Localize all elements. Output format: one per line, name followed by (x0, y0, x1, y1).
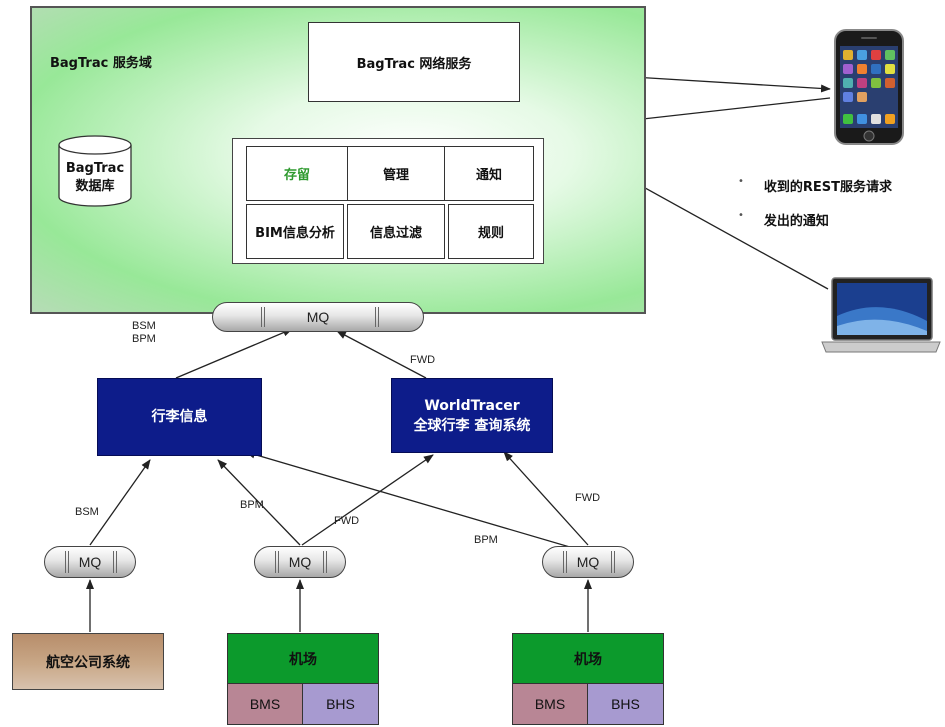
airport2-bms: BMS (512, 683, 588, 725)
mq-airline-label: MQ (78, 554, 102, 570)
label-fwd-mid: FWD (334, 515, 360, 527)
module-notify: 通知 (444, 146, 534, 201)
baggage-info-box: 行李信息 (97, 378, 262, 456)
mq-airport2: MQ (542, 546, 634, 578)
module-storage: 存留 (246, 146, 348, 201)
module-filter: 信息过滤 (347, 204, 445, 259)
label-fwd-top: FWD (410, 354, 436, 366)
mq-airport2-label: MQ (576, 554, 600, 570)
smartphone-icon (834, 29, 904, 145)
database-label-line1: BagTrac (65, 161, 125, 176)
worldtracer-title: WorldTracer (424, 397, 520, 414)
module-bim-analysis: BIM信息分析 (246, 204, 344, 259)
label-bsm: BSM (132, 320, 156, 332)
airport2-bhs: BHS (587, 683, 664, 725)
mq-top-label: MQ (306, 309, 330, 325)
bullet-marker: • (738, 210, 744, 221)
bullet-list: • 收到的REST服务请求 • 发出的通知 (738, 176, 892, 230)
module-rules: 规则 (448, 204, 534, 259)
bullet-marker: • (738, 176, 744, 187)
airport1-bhs: BHS (302, 683, 379, 725)
worldtracer-box: WorldTracer 全球行李 查询系统 (391, 378, 553, 453)
airport1-bms: BMS (227, 683, 303, 725)
bullet-notifications: 发出的通知 (763, 214, 829, 229)
label-bsm-bpm: BSM BPM (132, 320, 156, 346)
airline-system-box: 航空公司系统 (12, 633, 164, 690)
label-bpm-mid: BPM (240, 499, 264, 511)
label-bsm-left: BSM (75, 506, 99, 518)
database-label: BagTrac 数据库 (57, 160, 133, 196)
label-fwd-right: FWD (575, 492, 601, 504)
airport2-box: 机场 (512, 633, 664, 684)
laptop-icon (821, 277, 941, 353)
service-domain-title: BagTrac 服务域 (50, 56, 152, 71)
bullet-item: • 收到的REST服务请求 (738, 176, 892, 196)
bullet-item: • 发出的通知 (738, 210, 892, 230)
mq-top: MQ (212, 302, 424, 332)
bullet-rest-requests: 收到的REST服务请求 (763, 180, 893, 195)
web-service-box: BagTrac 网络服务 (308, 22, 520, 102)
baggage-info-label: 行李信息 (151, 409, 208, 425)
label-bpm-right: BPM (474, 534, 498, 546)
module-management: 管理 (347, 146, 445, 201)
worldtracer-subtitle: 全球行李 查询系统 (413, 417, 531, 434)
mq-airline: MQ (44, 546, 136, 578)
mq-airport1: MQ (254, 546, 346, 578)
label-bpm: BPM (132, 333, 156, 345)
mq-airport1-label: MQ (288, 554, 312, 570)
database-icon (58, 135, 132, 207)
database-label-line2: 数据库 (75, 179, 115, 194)
airport1-box: 机场 (227, 633, 379, 684)
